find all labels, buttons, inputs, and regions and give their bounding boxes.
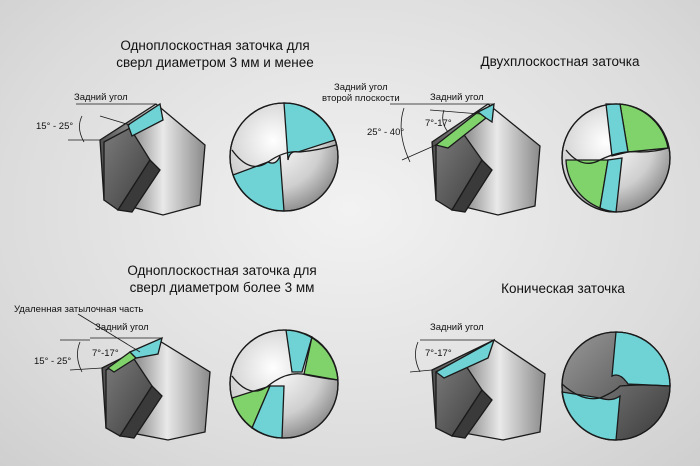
p2-rear-face: [476, 102, 495, 124]
p3-rear-angle-label: Задний угол: [95, 322, 149, 333]
p3-drill-side: [60, 313, 211, 441]
title-line-2: сверл диаметром 3 мм и менее: [116, 55, 314, 70]
p2-angle-large: 25° - 40°: [367, 127, 405, 138]
title-two-plane: Двухплоскостная заточка: [480, 54, 640, 69]
p1-angle-value: 15° - 25°: [36, 121, 74, 132]
p3-removed-part-label: Удаленная затылочная часть: [14, 304, 144, 315]
p2-second-plane-label: Задний угол второй плоскости: [322, 82, 400, 104]
title-conical: Коническая заточка: [501, 281, 625, 296]
p2-end-view: [561, 103, 671, 213]
p2-rear-angle-label: Задний угол: [430, 92, 484, 103]
p3-angle-large: 15° - 25°: [34, 356, 72, 367]
p4-end-view: [561, 331, 671, 441]
p1-end-view: [229, 102, 339, 212]
p2-angle-small: 7°-17°: [425, 118, 452, 129]
p1-rear-angle-label: Задний угол: [74, 92, 128, 103]
p3-end-view: [229, 329, 339, 439]
p3-angle-small: 7°-17°: [92, 348, 119, 359]
p4-rear-angle-label: Задний угол: [430, 322, 484, 333]
p3-rear-face: [128, 336, 163, 359]
title-single-plane-large: Одноплоскостная заточка для сверл диамет…: [112, 262, 332, 296]
title-single-plane-small: Одноплоскостная заточка для сверл диамет…: [105, 37, 325, 71]
p1-rear-face: [127, 102, 164, 137]
p4-rear-face: [434, 338, 496, 379]
p4-drill-side: [409, 338, 546, 441]
title-line-2: сверл диаметром более 3 мм: [129, 280, 315, 295]
p2-drill-side: [390, 102, 541, 216]
p4-angle-small: 7°-17°: [425, 348, 452, 359]
title-line-1: Одноплоскостная заточка для: [127, 263, 317, 278]
title-line-1: Одноплоскостная заточка для: [120, 38, 310, 53]
p1-drill-side: [68, 102, 206, 216]
